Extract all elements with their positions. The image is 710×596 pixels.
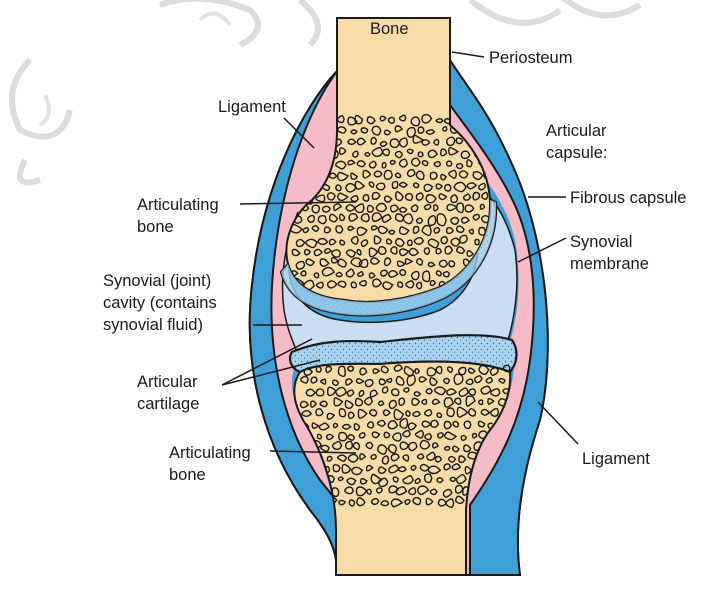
label-articular-capsule-line2: capsule: [546,142,607,164]
leader-periosteum [452,52,484,57]
label-articulating-bone-upper: Articulating bone [137,194,219,238]
label-articular-capsule: Articular capsule: [546,120,607,164]
label-bone: Bone [370,18,409,40]
label-synovial-membrane-line1: Synovial [570,231,649,253]
label-articulating-bone-lower: Articulating bone [169,442,251,486]
label-synovial-membrane-line2: membrane [570,253,649,275]
label-articulating-bone-upper-line1: Articulating [137,194,219,216]
label-periosteum: Periosteum [489,47,572,69]
label-ligament-top: Ligament [218,96,286,118]
label-articulating-bone-lower-line2: bone [169,464,251,486]
label-synovial-cavity-line1: Synovial (joint) [103,270,217,292]
label-synovial-cavity: Synovial (joint) cavity (contains synovi… [103,270,217,336]
label-synovial-cavity-line3: synovial fluid) [103,314,217,336]
label-synovial-cavity-line2: cavity (contains [103,292,217,314]
label-articulating-bone-upper-line2: bone [137,216,219,238]
label-synovial-membrane: Synovial membrane [570,231,649,275]
label-articular-cartilage-line1: Articular [137,371,199,393]
spongy-bone-cell [292,118,297,123]
leader-ligament-bottom [538,402,578,444]
label-articular-cartilage-line2: cartilage [137,393,199,415]
label-articular-capsule-line1: Articular [546,120,607,142]
label-articulating-bone-lower-line1: Articulating [169,442,251,464]
label-articular-cartilage: Articular cartilage [137,371,199,415]
label-ligament-bottom: Ligament [582,448,650,470]
label-fibrous-capsule: Fibrous capsule [570,187,686,209]
